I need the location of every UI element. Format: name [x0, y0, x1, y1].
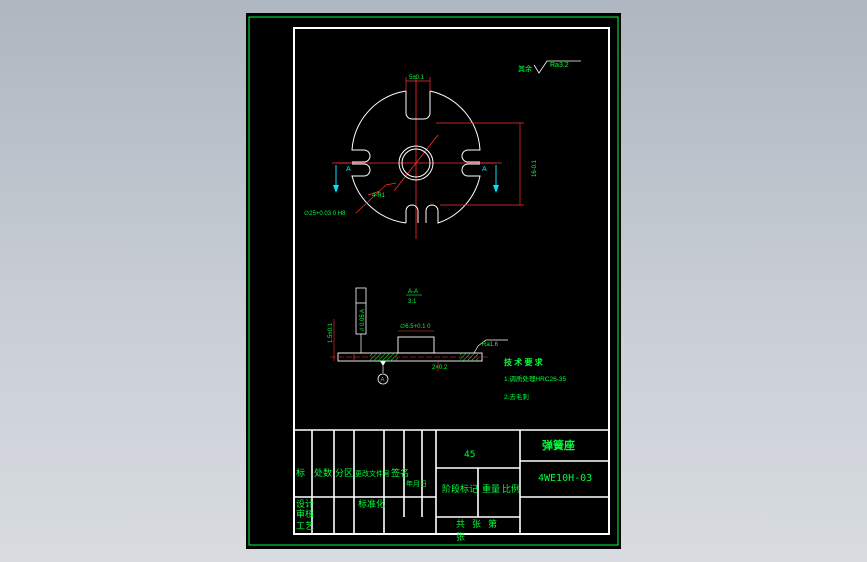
tb-scale: 比例	[502, 485, 521, 495]
drawing-number: 4WE10H-03	[538, 473, 593, 484]
roughness-value: Ra3.2	[550, 62, 569, 69]
roughness-note-general: 其余 Ra3.2	[518, 60, 581, 74]
tb-row-review: 审核	[296, 510, 315, 520]
drawing-sheet: 其余 Ra3.2 5±0.1 16-0.1 ∅25+0.03 0 H8 4-R1	[246, 13, 621, 549]
tech-req-title: 技 术 要 求	[504, 357, 544, 367]
dimension-lines	[335, 77, 524, 214]
material-cell: 45	[464, 450, 476, 460]
tech-req-2: 2.去毛刺	[504, 392, 529, 401]
svg-text:// 0.05 A: // 0.05 A	[360, 309, 366, 331]
tb-label-0: 标	[296, 469, 306, 479]
tb-sheet-unit1: 张	[472, 520, 482, 530]
roughness-section: Ra1.6	[473, 339, 508, 354]
tb-sheet-total: 共	[456, 520, 466, 530]
tolerance-frame: // 0.05 A	[355, 287, 367, 353]
svg-text:A: A	[381, 378, 385, 384]
svg-text:A: A	[346, 166, 351, 173]
tb-row-process: 工艺	[296, 522, 315, 532]
section-marker-left: A	[333, 165, 351, 193]
dim-inner: ∅6.5+0.1 0	[400, 323, 431, 330]
section-view-part	[330, 336, 490, 371]
svg-text:Ra1.6: Ra1.6	[482, 342, 499, 348]
centerlines	[332, 75, 502, 239]
tb-label-3: 更改文件号	[355, 470, 390, 478]
tb-row-design: 设计	[296, 500, 315, 510]
datum-symbol: A	[377, 361, 389, 385]
cad-drawing: 其余 Ra3.2 5±0.1 16-0.1 ∅25+0.03 0 H8 4-R1	[248, 16, 619, 546]
roughness-prefix: 其余	[518, 64, 532, 73]
tb-label-4: 签名	[391, 469, 410, 479]
dim-radius: 4-R1	[372, 193, 386, 199]
svg-text:A: A	[482, 166, 487, 173]
dim-height: 16-0.1	[532, 159, 538, 177]
tech-req-1: 1.调质处理HRC26-35	[504, 374, 567, 383]
tb-label-2: 分区	[335, 469, 354, 479]
tb-label-1: 处数	[314, 469, 333, 479]
tb-weight: 重量	[482, 485, 501, 495]
part-name: 弹簧座	[542, 439, 575, 452]
title-block-grid	[294, 429, 609, 534]
drawing-border	[293, 27, 610, 535]
tb-sheet-no: 第	[488, 520, 498, 530]
tb-stage-mark: 阶段标记	[442, 485, 479, 495]
dim-chamfer: 2×0.2	[432, 365, 448, 371]
tb-label-5: 年月日	[406, 480, 427, 488]
section-view-title: A-A	[408, 289, 418, 295]
tb-std: 标准化	[358, 500, 386, 510]
outer-frame	[248, 16, 619, 546]
dim-slot-width: 5±0.1	[409, 75, 425, 81]
part-outline	[351, 90, 481, 224]
section-view-scale: 3:1	[408, 299, 417, 305]
section-marker-right: A	[482, 165, 499, 193]
tb-sheet-unit2: 张	[456, 533, 466, 543]
dim-bore: ∅25+0.03 0 H8	[304, 210, 346, 217]
dim-thickness: 1.5±0.1	[328, 322, 334, 343]
